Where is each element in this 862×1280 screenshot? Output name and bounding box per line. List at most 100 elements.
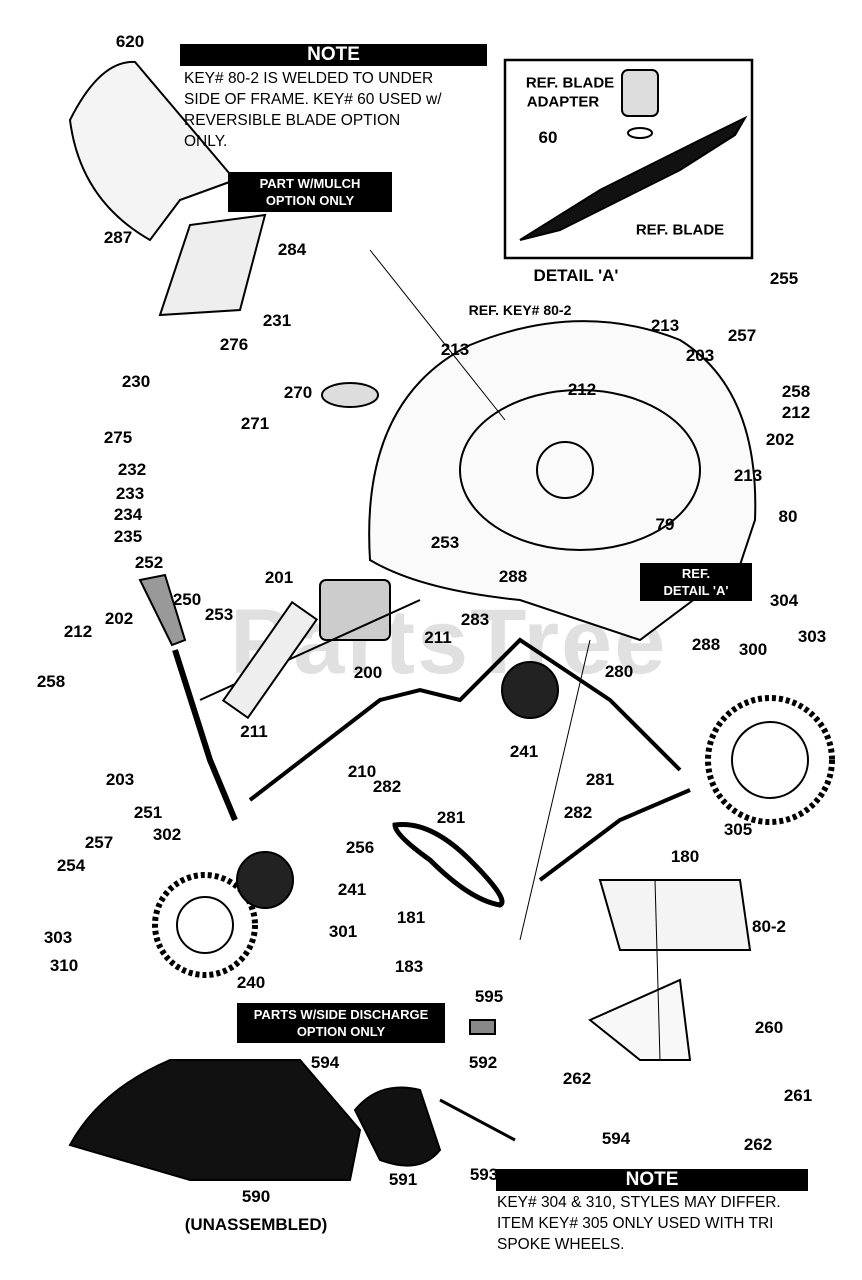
part-label: 60	[538, 128, 558, 147]
callout-line: OPTION ONLY	[265, 193, 355, 208]
note-line: KEY# 80-2 IS WELDED TO UNDER	[184, 70, 434, 87]
part-label: 591	[388, 1170, 418, 1189]
gear-241b	[236, 851, 294, 909]
part-label: 288	[691, 635, 721, 654]
part-label: 203	[105, 770, 135, 789]
plate-260	[588, 978, 692, 1061]
part-label: 271	[240, 414, 270, 433]
blade-adapter-79	[536, 441, 594, 499]
note-line: REVERSIBLE BLADE OPTION	[184, 112, 401, 129]
part-label: 281	[585, 770, 615, 789]
part-label: 595	[474, 987, 504, 1006]
part-label: 270	[283, 383, 313, 402]
part-label: 203	[685, 346, 715, 365]
wheel-301	[152, 872, 258, 978]
part-label: 592	[468, 1053, 498, 1072]
part-label: 251	[133, 803, 163, 822]
part-label: 258	[36, 672, 66, 691]
part-label: 275	[103, 428, 133, 447]
detail-a-box	[503, 58, 754, 260]
part-label: 287	[103, 228, 133, 247]
part-label: 201	[264, 568, 294, 587]
note-line: SIDE OF FRAME. KEY# 60 USED w/	[184, 91, 442, 108]
part-label: 80-2	[751, 917, 787, 936]
part-label: 213	[733, 466, 763, 485]
part-label: 283	[460, 610, 490, 629]
blade-adapter-icon	[621, 69, 659, 117]
part-label: 594	[601, 1129, 631, 1148]
gear-241	[501, 661, 559, 719]
deflector-591	[353, 1086, 442, 1167]
wheel-300	[705, 695, 835, 825]
front-axle-180	[538, 788, 691, 882]
deck-housing	[459, 389, 701, 551]
note-line: SPOKE WHEELS.	[497, 1236, 625, 1253]
bracket-80-2	[598, 879, 752, 951]
part-label: 79	[655, 515, 675, 534]
part-label: 262	[562, 1069, 592, 1088]
part-label: 241	[337, 880, 367, 899]
part-label: 212	[567, 380, 597, 399]
note-line: ITEM KEY# 305 ONLY USED WITH TRI	[497, 1215, 774, 1232]
detail-blade-label: REF. BLADE	[635, 221, 725, 239]
part-label: 284	[277, 240, 307, 259]
mulch-plug	[158, 213, 267, 317]
part-label: 253	[204, 605, 234, 624]
belt-256	[392, 821, 505, 908]
part-label: 213	[650, 316, 680, 335]
ref-key-label: REF. KEY# 80-2	[468, 302, 572, 318]
note-text: KEY# 80-2 IS WELDED TO UNDER SIDE OF FRA…	[184, 68, 442, 152]
part-label: 253	[430, 533, 460, 552]
part-label: 232	[117, 460, 147, 479]
part-label: 594	[310, 1053, 340, 1072]
detail-adapter-label: ADAPTER	[526, 93, 600, 111]
part-label: 303	[43, 928, 73, 947]
grass-bag	[68, 60, 237, 242]
part-label: 211	[240, 722, 268, 741]
part-label: 80	[778, 507, 798, 526]
rod-593	[439, 1098, 516, 1142]
part-label: 212	[63, 622, 93, 641]
part-label: 180	[670, 847, 700, 866]
callout-line: DETAIL 'A'	[663, 583, 729, 598]
part-label: 620	[115, 32, 145, 51]
note-heading: NOTE	[180, 44, 487, 66]
part-label: 305	[723, 820, 753, 839]
mulch-callout: PART W/MULCH OPTION ONLY	[228, 172, 392, 212]
detail-a-title: DETAIL 'A'	[533, 266, 619, 285]
part-label: 234	[113, 505, 143, 524]
side-discharge-callout: PARTS W/SIDE DISCHARGE OPTION ONLY	[237, 1003, 445, 1043]
part-label: 256	[345, 838, 375, 857]
note-line: ONLY.	[184, 133, 228, 150]
callout-line: REF.	[681, 566, 711, 581]
callout-line: PARTS W/SIDE DISCHARGE	[253, 1007, 429, 1022]
part-label: 301	[328, 922, 358, 941]
blade-icon	[519, 115, 748, 241]
part-label: 254	[56, 856, 86, 875]
part-label: 262	[743, 1135, 773, 1154]
note-text: KEY# 304 & 310, STYLES MAY DIFFER. ITEM …	[497, 1192, 781, 1255]
part-label: 310	[49, 956, 79, 975]
part-label: 200	[353, 663, 383, 682]
part-label: 240	[236, 973, 266, 992]
part-label: 210	[347, 762, 377, 781]
part-label: 230	[121, 372, 151, 391]
callout-line: PART W/MULCH	[259, 176, 361, 191]
discharge-chute-590	[68, 1059, 362, 1181]
note-line: KEY# 304 & 310, STYLES MAY DIFFER.	[497, 1194, 781, 1211]
part-label: 252	[134, 553, 164, 572]
part-label: 303	[797, 627, 827, 646]
part-label: 280	[604, 662, 634, 681]
part-label: 181	[396, 908, 426, 927]
part-label: 282	[563, 803, 593, 822]
part-label: 202	[765, 430, 795, 449]
part-label: 304	[769, 591, 799, 610]
pulley-270	[321, 382, 379, 408]
part-label: 255	[769, 269, 799, 288]
part-label: 288	[498, 567, 528, 586]
part-label: 202	[104, 609, 134, 628]
part-label: 260	[754, 1018, 784, 1037]
part-label: 212	[781, 403, 811, 422]
